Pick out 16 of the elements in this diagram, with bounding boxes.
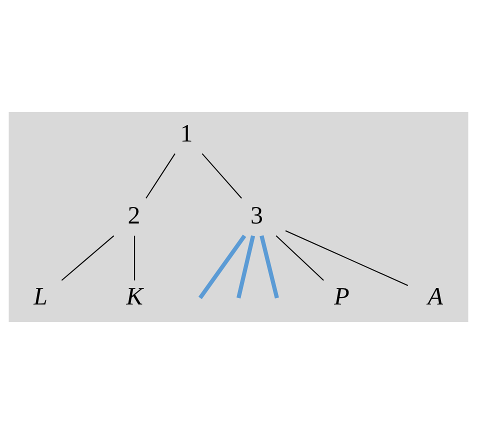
node-text: K [126, 283, 143, 310]
connector [285, 230, 408, 286]
node-text: 2 [128, 202, 140, 229]
node-text: 3 [250, 202, 263, 229]
node-text: L [34, 283, 48, 310]
connector [276, 234, 324, 280]
connector [61, 234, 114, 280]
node-text: P [334, 283, 350, 310]
connector [146, 152, 176, 198]
connector [134, 235, 136, 280]
connector [260, 234, 279, 298]
connector [198, 234, 246, 299]
connector [236, 234, 256, 298]
connector [202, 152, 242, 198]
node-text: 1 [180, 120, 193, 147]
node-text: A [428, 283, 443, 310]
